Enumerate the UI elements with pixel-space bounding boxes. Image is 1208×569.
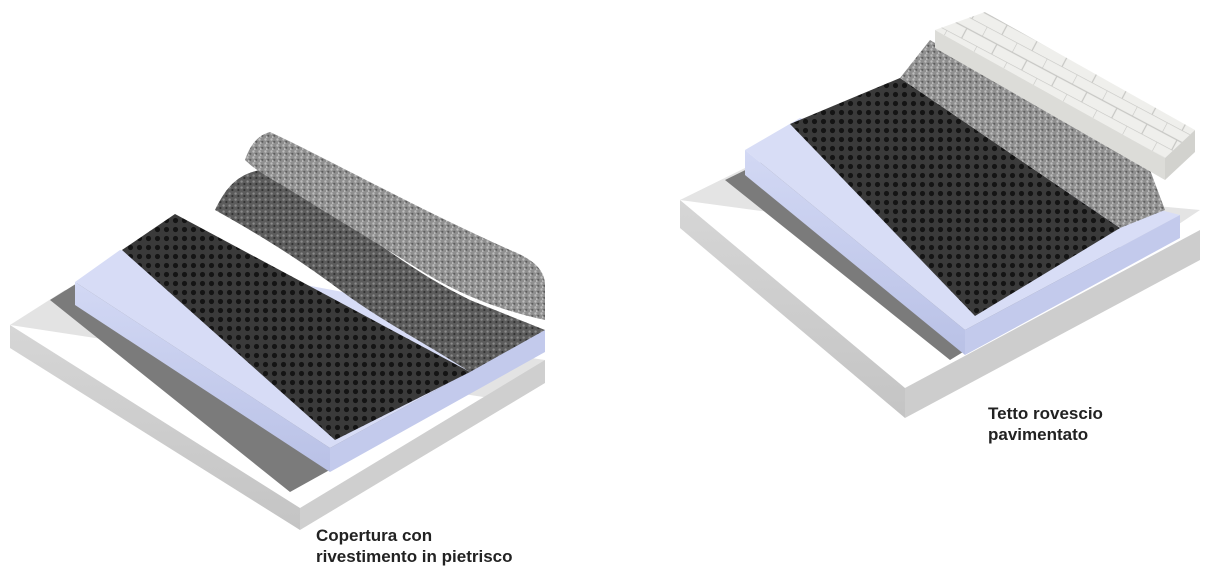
gravel-layer-dark — [215, 170, 545, 372]
paved-roof-illustration — [680, 12, 1200, 418]
caption-paved-roof: Tetto rovescio pavimentato — [988, 403, 1103, 445]
concrete-slab-front — [10, 325, 300, 530]
concrete-slab-front — [680, 200, 905, 418]
insulation-front — [745, 150, 965, 355]
caption-line: pavimentato — [988, 425, 1089, 444]
gravel-roof-illustration — [10, 132, 545, 530]
concrete-slab-right — [905, 230, 1200, 418]
paver-layer-top — [935, 12, 1195, 158]
concrete-slab-right — [300, 360, 545, 530]
drainage-mat — [790, 78, 1120, 316]
drainage-mat — [122, 214, 470, 440]
caption-line: rivestimento in pietrisco — [316, 547, 513, 566]
gravel-layer-top — [245, 132, 545, 320]
insulation-right — [965, 215, 1180, 355]
caption-gravel-roof: Copertura con rivestimento in pietrisco — [316, 525, 513, 567]
insulation-front — [75, 282, 330, 472]
caption-line: Tetto rovescio — [988, 404, 1103, 423]
gravel-bed — [900, 40, 1165, 228]
paver-layer-end — [1165, 130, 1195, 180]
paver-layer-side — [935, 30, 1165, 180]
insulation-right — [330, 330, 545, 472]
caption-line: Copertura con — [316, 526, 433, 545]
